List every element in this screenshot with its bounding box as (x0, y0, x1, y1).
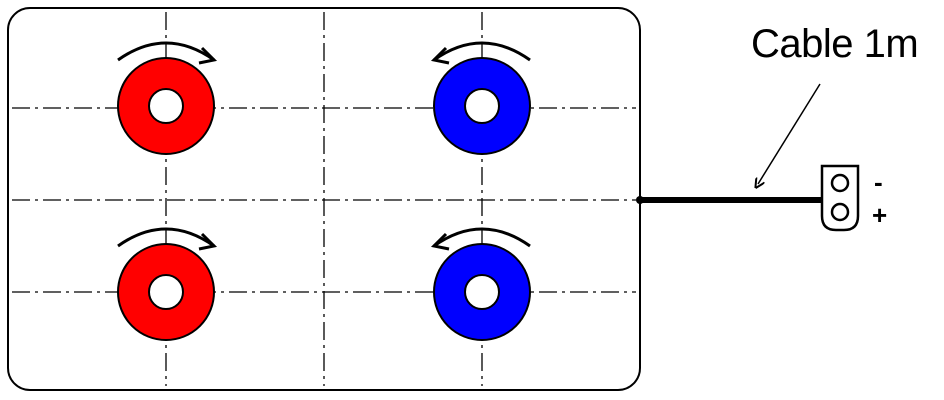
polarity-positive-label: + (872, 200, 887, 230)
connector-pin-negative (830, 173, 850, 193)
counterclockwise-arrowhead-icon (430, 46, 450, 65)
cable-exit-point (636, 196, 644, 204)
fans (117, 41, 531, 341)
fan-hub (464, 274, 500, 310)
clockwise-arrowhead-icon (198, 232, 218, 251)
rotation-arrow-arc (117, 227, 215, 248)
fan-bottom-left (117, 227, 218, 341)
fan-hub (148, 274, 184, 310)
fan-bottom-right (430, 227, 531, 341)
rotation-arrow-arc (433, 227, 531, 248)
fan-hub (148, 88, 184, 124)
cable-label: Cable 1m (751, 22, 918, 66)
polarity-negative-label: - (874, 167, 883, 197)
clockwise-arrowhead-icon (198, 46, 218, 65)
fan-top-right (430, 41, 531, 155)
connector-pin-positive (830, 202, 850, 222)
rotation-arrow-arc (117, 41, 215, 62)
fan-top-left (117, 41, 218, 155)
fan-hub (464, 88, 500, 124)
cable-pointer-arrow (758, 83, 821, 184)
connector (820, 164, 860, 232)
counterclockwise-arrowhead-icon (430, 232, 450, 251)
rotation-arrow-arc (433, 41, 531, 62)
